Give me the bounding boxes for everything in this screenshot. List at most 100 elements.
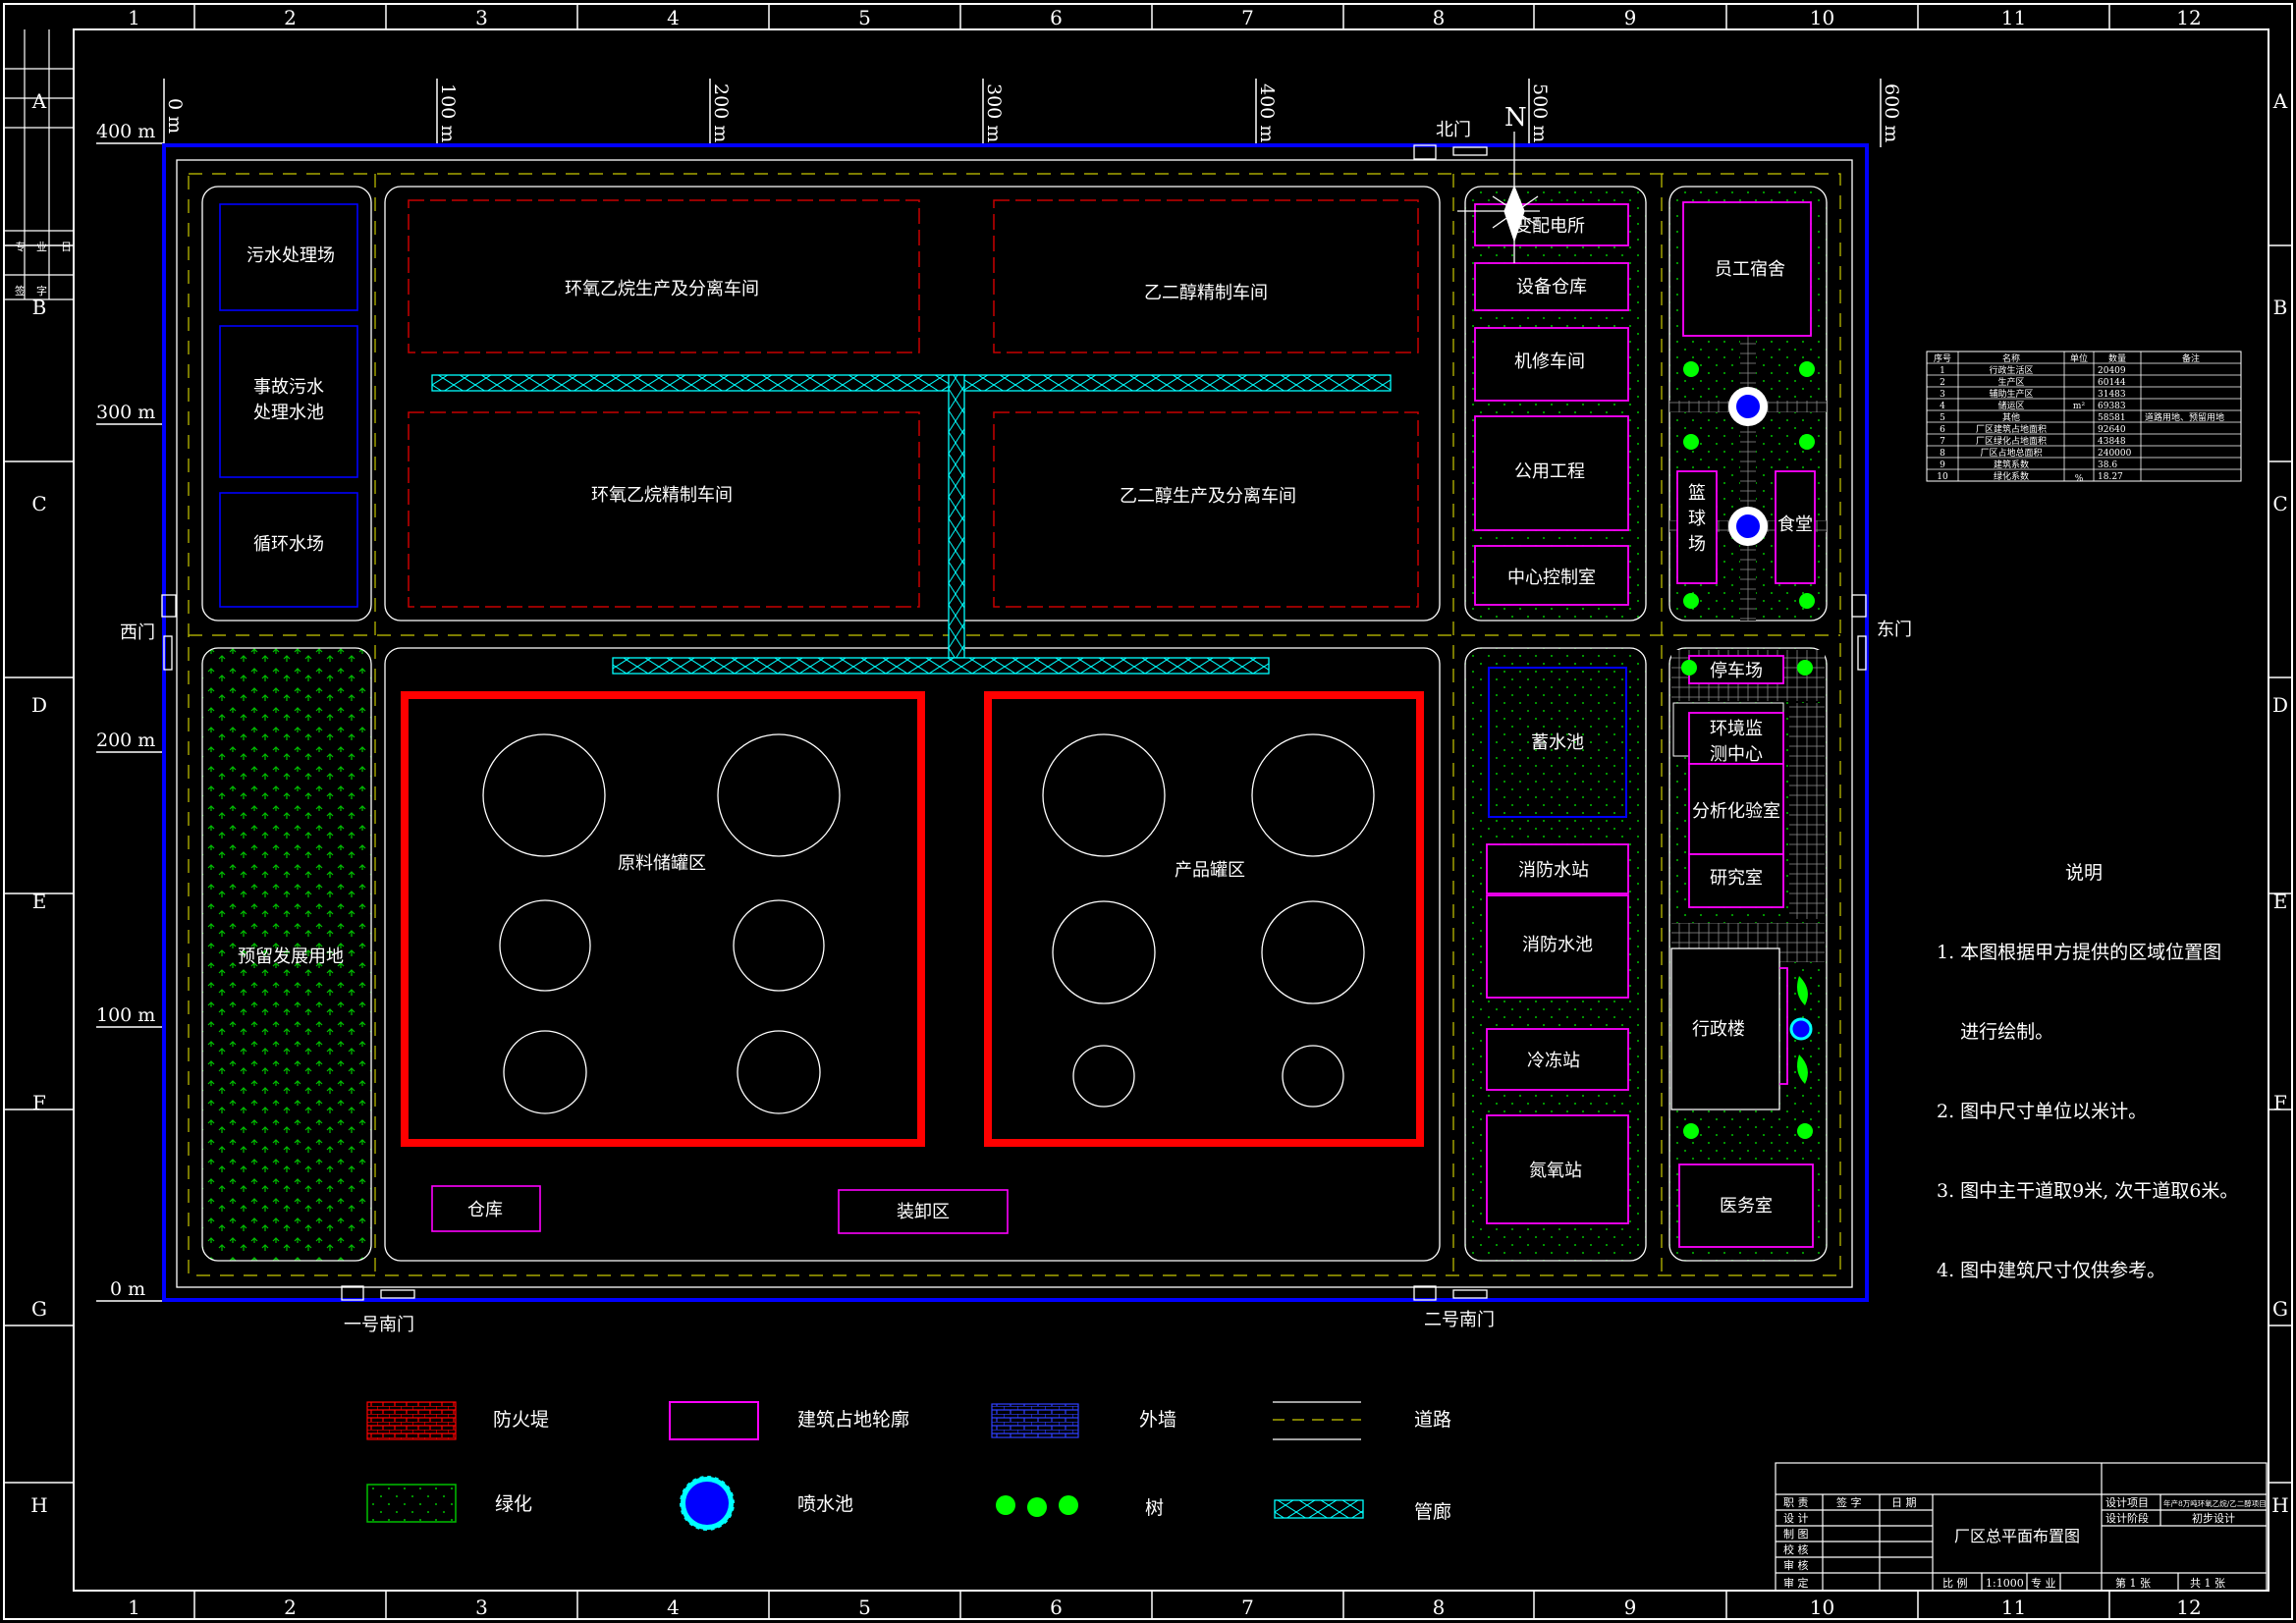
- legend-label: 外墙: [1139, 1409, 1176, 1431]
- road-centerline: [188, 173, 1841, 1276]
- grid-col-label: 12: [2176, 6, 2201, 29]
- notes-line: 2. 图中尺寸单位以米计。: [1937, 1101, 2148, 1122]
- table-cell: 69383: [2098, 402, 2126, 411]
- grid-row-label: E: [2273, 890, 2288, 913]
- title-cell: 设计阶段: [2105, 1511, 2149, 1525]
- grid-col-label: 6: [1050, 1596, 1063, 1619]
- grid-row-label: C: [31, 492, 46, 515]
- workshop-eg-production: [993, 411, 1419, 608]
- tank: [1251, 733, 1375, 857]
- gate-markers: [161, 144, 1867, 1301]
- scale-x-label: 100 m: [437, 83, 459, 142]
- table-cell: 9: [1940, 460, 1945, 470]
- scale-y-label: 100 m: [96, 1004, 155, 1026]
- area-label: 研究室: [1710, 868, 1763, 889]
- grid-col-label: 6: [1050, 6, 1063, 29]
- area-label: 环氧乙烷生产及分离车间: [565, 279, 759, 299]
- area-label: 机修车间: [1514, 352, 1585, 372]
- legend-wall-swatch: [991, 1403, 1079, 1438]
- grid-col-label: 5: [858, 1596, 871, 1619]
- left-signature-strip: [4, 29, 74, 300]
- table-cell: 60144: [2098, 378, 2126, 388]
- tank: [1282, 1045, 1344, 1108]
- title-cell: 签 字: [1836, 1495, 1862, 1509]
- legend-label: 喷水池: [797, 1493, 853, 1515]
- tank: [733, 899, 825, 992]
- area-label: 仓库: [467, 1200, 503, 1220]
- table-cell: 行政生活区: [1989, 364, 2033, 376]
- area-label: 行政楼: [1692, 1019, 1745, 1040]
- title-cell: 1:1000: [1986, 1577, 2024, 1590]
- svg-text:N: N: [1504, 103, 1527, 133]
- area-label: 乙二醇精制车间: [1144, 283, 1268, 303]
- grid-row-label: G: [31, 1297, 47, 1321]
- grid-col-label: 7: [1241, 1596, 1254, 1619]
- title-cell: 共 1 张: [2190, 1577, 2225, 1590]
- area-label: 篮: [1688, 483, 1706, 504]
- building-warehouse: [431, 1185, 541, 1232]
- legend-label: 道路: [1414, 1409, 1451, 1431]
- grid-col-label: 10: [1810, 1596, 1834, 1619]
- table-cell: 道路用地、预留用地: [2145, 411, 2224, 423]
- grid-col-label: 4: [667, 6, 680, 29]
- title-cell: 制 图: [1783, 1528, 1809, 1541]
- table-cell: 8: [1940, 449, 1945, 459]
- notes-title: 说明: [2064, 862, 2103, 884]
- table-cell: 43848: [2098, 437, 2126, 447]
- area-label: 设备仓库: [1516, 277, 1587, 298]
- grid-row-label: H: [2271, 1493, 2288, 1517]
- table-cell: 绿化系数: [1994, 470, 2029, 482]
- area-label: 冷冻站: [1527, 1051, 1580, 1071]
- area-label: 停车场: [1710, 661, 1763, 681]
- legend-fountain-swatch: [679, 1475, 736, 1532]
- title-cell: 日 期: [1891, 1496, 1917, 1509]
- grid-col-label: 11: [2001, 1596, 2026, 1619]
- grid-col-label: 2: [284, 1596, 297, 1619]
- title-cell: 初步设计: [2192, 1511, 2235, 1525]
- title-cell: 年产8万吨环氧乙烷/乙二醇项目: [2163, 1498, 2267, 1508]
- gate-label: 东门: [1877, 620, 1912, 640]
- table-cell: 生产区: [1997, 376, 2024, 388]
- area-label: 医务室: [1720, 1196, 1773, 1217]
- grid-row-label: A: [2272, 89, 2288, 113]
- grid-col-label: 3: [475, 6, 488, 29]
- scale-y-label: 200 m: [96, 730, 155, 751]
- block-tank-farm: [384, 647, 1441, 1262]
- strip-label: 签: [15, 284, 26, 298]
- grid-col-label: 4: [667, 1596, 680, 1619]
- grid-col-label: 1: [128, 6, 140, 29]
- grid-row-label: F: [2273, 1091, 2287, 1114]
- table-cell: 2: [1940, 378, 1945, 388]
- gate-label: 西门: [120, 622, 155, 643]
- workshop-eg-refining: [993, 199, 1419, 353]
- title-cell: 审 定: [1783, 1576, 1809, 1590]
- legend-pipe-swatch: [1274, 1499, 1364, 1519]
- legend-label: 绿化: [495, 1493, 532, 1515]
- outer-wall: [162, 143, 1869, 1302]
- notes-line: 进行绘制。: [1937, 1021, 2054, 1043]
- grid-row-label: D: [31, 693, 47, 717]
- tank: [737, 1030, 821, 1114]
- title-cell: 职 责: [1783, 1496, 1809, 1509]
- grid-col-label: 9: [1624, 6, 1637, 29]
- title-block: [1775, 1462, 2268, 1592]
- strip-label: 专: [15, 240, 26, 253]
- road-outline: [176, 159, 1853, 1288]
- grid-row-label: C: [2272, 492, 2287, 515]
- table-cell: 31483: [2098, 390, 2126, 400]
- area-label: 公用工程: [1514, 461, 1585, 482]
- grid-col-label: 5: [858, 6, 871, 29]
- title-cell: 专 业: [2031, 1576, 2056, 1590]
- area-label: 场: [1688, 534, 1706, 555]
- table-cell: 38.6: [2098, 460, 2117, 470]
- table-cell: 厂区占地总面积: [1980, 447, 2042, 459]
- grid-row-label: B: [32, 296, 47, 319]
- firewall-product-tank: [984, 691, 1424, 1147]
- grid-row-label: A: [31, 89, 47, 113]
- table-cell: 厂区建筑占地面积: [1976, 423, 2047, 435]
- area-label: 循环水场: [253, 534, 324, 555]
- table-cell: 辅助生产区: [1989, 388, 2033, 400]
- table-cell: 5: [1940, 413, 1945, 423]
- block-water-treatment: [201, 186, 372, 622]
- scale-x-label: 600 m: [1881, 83, 1902, 142]
